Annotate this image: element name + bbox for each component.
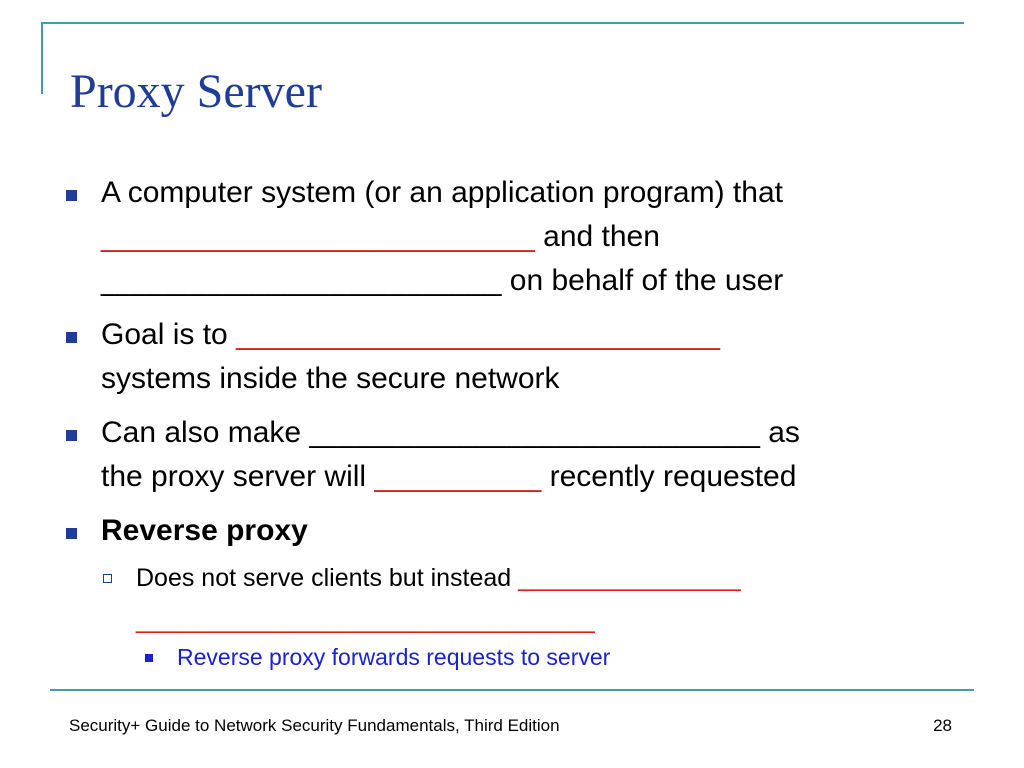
sub-bullet-line-1: Does not serve clients but instead _____… (136, 561, 741, 595)
small-square-bullet-icon (145, 654, 153, 662)
subsub-bullet-line-1: Reverse proxy forwards requests to serve… (177, 640, 610, 674)
slide-body: A computer system (or an application pro… (66, 176, 800, 674)
slide-frame-top (41, 22, 964, 24)
slide-title: Proxy Server (70, 65, 322, 118)
square-bullet-icon (66, 190, 77, 201)
text-run: Goal is to (101, 318, 237, 351)
slide-frame-left (41, 22, 43, 94)
bullet-3-line-1: Can also make __________________________… (101, 416, 800, 450)
bullet-2-line-2: systems inside the secure network (101, 362, 560, 396)
bullet-4-line-1: Reverse proxy (101, 514, 308, 548)
page-number: 28 (933, 716, 952, 735)
text-run: Reverse proxy (101, 514, 308, 547)
text-run: the proxy server will (101, 460, 375, 493)
fill-in-blank: _________________________________ (136, 606, 595, 634)
bullet-1-line-2: __________________________ and then (101, 220, 660, 254)
sub-bullet-line-2: _________________________________ (136, 603, 595, 637)
text-run: recently requested (541, 460, 797, 493)
bullet-3-line-2: the proxy server will __________ recentl… (101, 460, 796, 494)
text-run: systems inside the secure network (101, 362, 560, 395)
square-bullet-icon (66, 332, 77, 343)
bullet-1-line-1: A computer system (or an application pro… (101, 176, 783, 210)
square-bullet-icon (66, 528, 77, 539)
text-run: Does not serve clients but instead (136, 564, 519, 592)
fill-in-blank: __________ (374, 460, 542, 493)
fill-in-blank: _____________________________ (236, 318, 720, 351)
text-run: Can also make __________________________… (101, 416, 800, 449)
footer-divider (50, 689, 974, 691)
fill-in-blank: __________________________ (101, 220, 535, 253)
fill-in-blank: ________________ (518, 564, 741, 592)
hollow-square-bullet-icon (103, 574, 112, 583)
square-bullet-icon (66, 430, 77, 441)
footer-source: Security+ Guide to Network Security Fund… (69, 716, 560, 735)
text-run: and then (534, 220, 660, 253)
text-run: A computer system (or an application pro… (101, 176, 783, 209)
bullet-1-line-3: ________________________ on behalf of th… (101, 264, 783, 298)
bullet-2-line-1: Goal is to _____________________________ (101, 318, 720, 352)
text-run: ________________________ on behalf of th… (101, 264, 784, 297)
text-run: Reverse proxy forwards requests to serve… (177, 644, 611, 670)
